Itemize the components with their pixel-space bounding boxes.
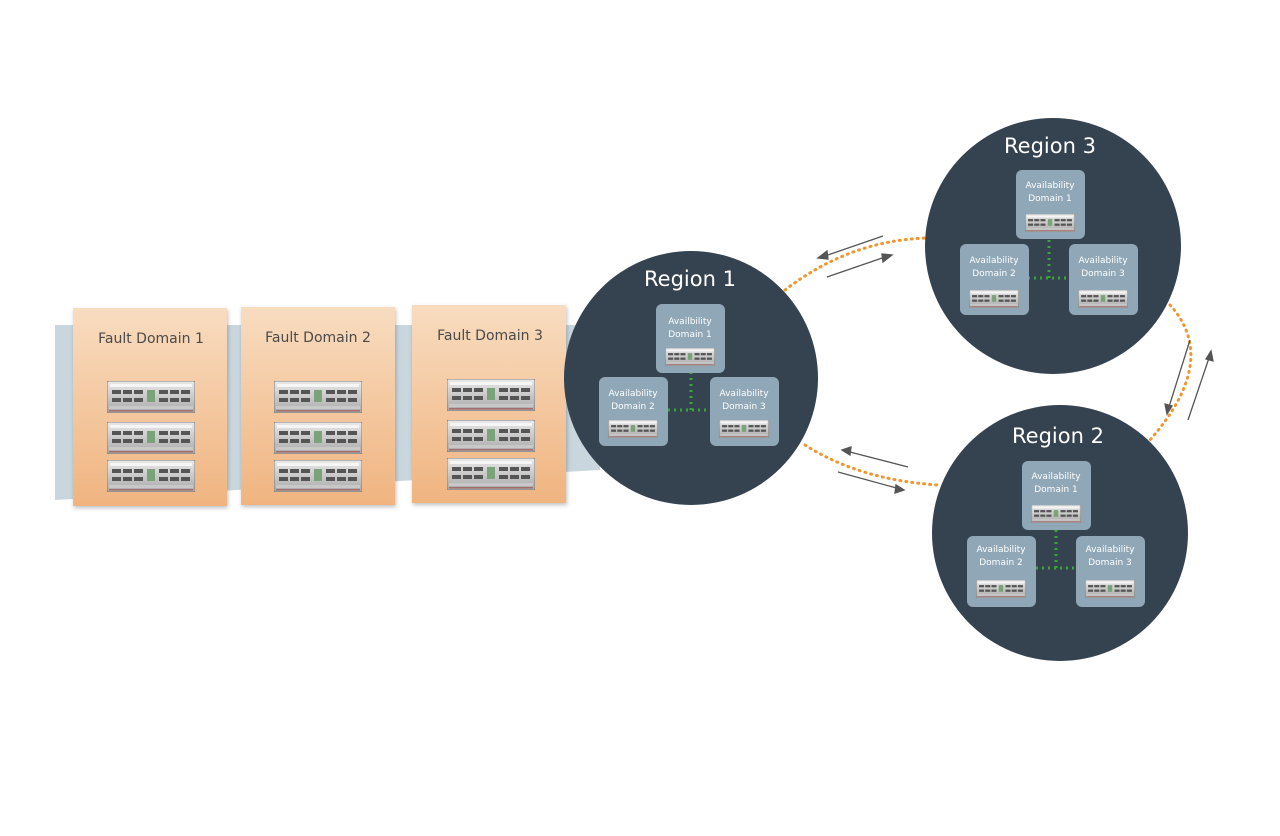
- svg-text:Availability: Availability: [1085, 545, 1135, 555]
- svg-text:Availability: Availability: [1078, 256, 1128, 266]
- arrow-icon: [821, 235, 884, 258]
- svg-text:Availability: Availability: [969, 256, 1019, 266]
- svg-text:Domain 3: Domain 3: [1081, 269, 1125, 279]
- server-icon: [274, 422, 362, 454]
- server-icon: [975, 580, 1027, 598]
- region-title: Region 2: [1012, 424, 1104, 448]
- region-1: Region 1 Availbility Domain 1 Availabili…: [564, 251, 818, 505]
- svg-text:Domain 1: Domain 1: [1034, 485, 1078, 495]
- svg-text:Domain 3: Domain 3: [722, 402, 766, 412]
- server-icon: [607, 420, 659, 438]
- svg-text:Domain 1: Domain 1: [1028, 194, 1072, 204]
- svg-text:Availability: Availability: [976, 545, 1026, 555]
- server-icon: [107, 460, 195, 492]
- server-icon: [1030, 505, 1082, 523]
- ad-connector: [668, 372, 712, 412]
- fault-domain-title: Fault Domain 2: [265, 330, 371, 346]
- server-icon: [447, 458, 535, 490]
- availability-domain-1: Availbility Domain 1: [656, 304, 725, 373]
- server-icon: [107, 381, 195, 413]
- server-icon: [1084, 580, 1136, 598]
- svg-text:Availability: Availability: [719, 389, 769, 399]
- arrow-icon: [1167, 339, 1191, 411]
- availability-domain-3: Availability Domain 3: [1076, 536, 1145, 607]
- server-icon: [107, 422, 195, 454]
- region-3: Region 3 Availability Domain 1 Availabil…: [925, 118, 1181, 374]
- server-icon: [718, 420, 770, 438]
- arrow-icon: [837, 471, 901, 490]
- server-icon: [1077, 290, 1129, 308]
- region-2: Region 2 Availability Domain 1 Availabil…: [932, 405, 1188, 661]
- arrow-icon: [1187, 354, 1211, 421]
- region-title: Region 1: [644, 267, 736, 291]
- server-icon: [447, 379, 535, 411]
- fault-domain-3: Fault Domain 3: [412, 305, 566, 503]
- svg-text:Availability: Availability: [1025, 181, 1075, 191]
- svg-text:Availability: Availability: [1031, 472, 1081, 482]
- availability-domain-2: Availability Domain 2: [599, 377, 668, 446]
- availability-domain-1: Availability Domain 1: [1022, 461, 1091, 530]
- availability-domain-2: Availability Domain 2: [967, 536, 1036, 607]
- ad-connector: [1028, 240, 1070, 280]
- svg-text:Availbility: Availbility: [668, 317, 712, 327]
- server-icon: [968, 290, 1020, 308]
- availability-domain-1: Availability Domain 1: [1016, 170, 1085, 239]
- fault-domain-title: Fault Domain 3: [437, 328, 543, 344]
- svg-text:Domain 2: Domain 2: [611, 402, 655, 412]
- svg-text:Domain 1: Domain 1: [668, 330, 712, 340]
- ad-connector: [1036, 530, 1078, 570]
- region-links: [783, 236, 1193, 487]
- server-icon: [274, 381, 362, 413]
- server-icon: [664, 348, 716, 366]
- availability-domain-2: Availability Domain 2: [960, 244, 1029, 315]
- availability-domain-3: Availability Domain 3: [1069, 244, 1138, 315]
- server-icon: [1024, 214, 1076, 232]
- replication-arrows: [816, 235, 1214, 494]
- server-icon: [274, 460, 362, 492]
- svg-text:Domain 2: Domain 2: [979, 558, 1023, 568]
- region-title: Region 3: [1004, 134, 1096, 158]
- fault-domain-2: Fault Domain 2: [241, 307, 395, 505]
- svg-text:Domain 3: Domain 3: [1088, 558, 1132, 568]
- availability-domain-3: Availability Domain 3: [710, 377, 779, 446]
- arrow-icon: [826, 255, 889, 278]
- server-icon: [447, 420, 535, 452]
- svg-text:Availability: Availability: [608, 389, 658, 399]
- fault-domain-1: Fault Domain 1: [73, 308, 227, 506]
- fault-domain-title: Fault Domain 1: [98, 331, 204, 347]
- svg-text:Domain 2: Domain 2: [972, 269, 1016, 279]
- arrow-icon: [845, 450, 909, 468]
